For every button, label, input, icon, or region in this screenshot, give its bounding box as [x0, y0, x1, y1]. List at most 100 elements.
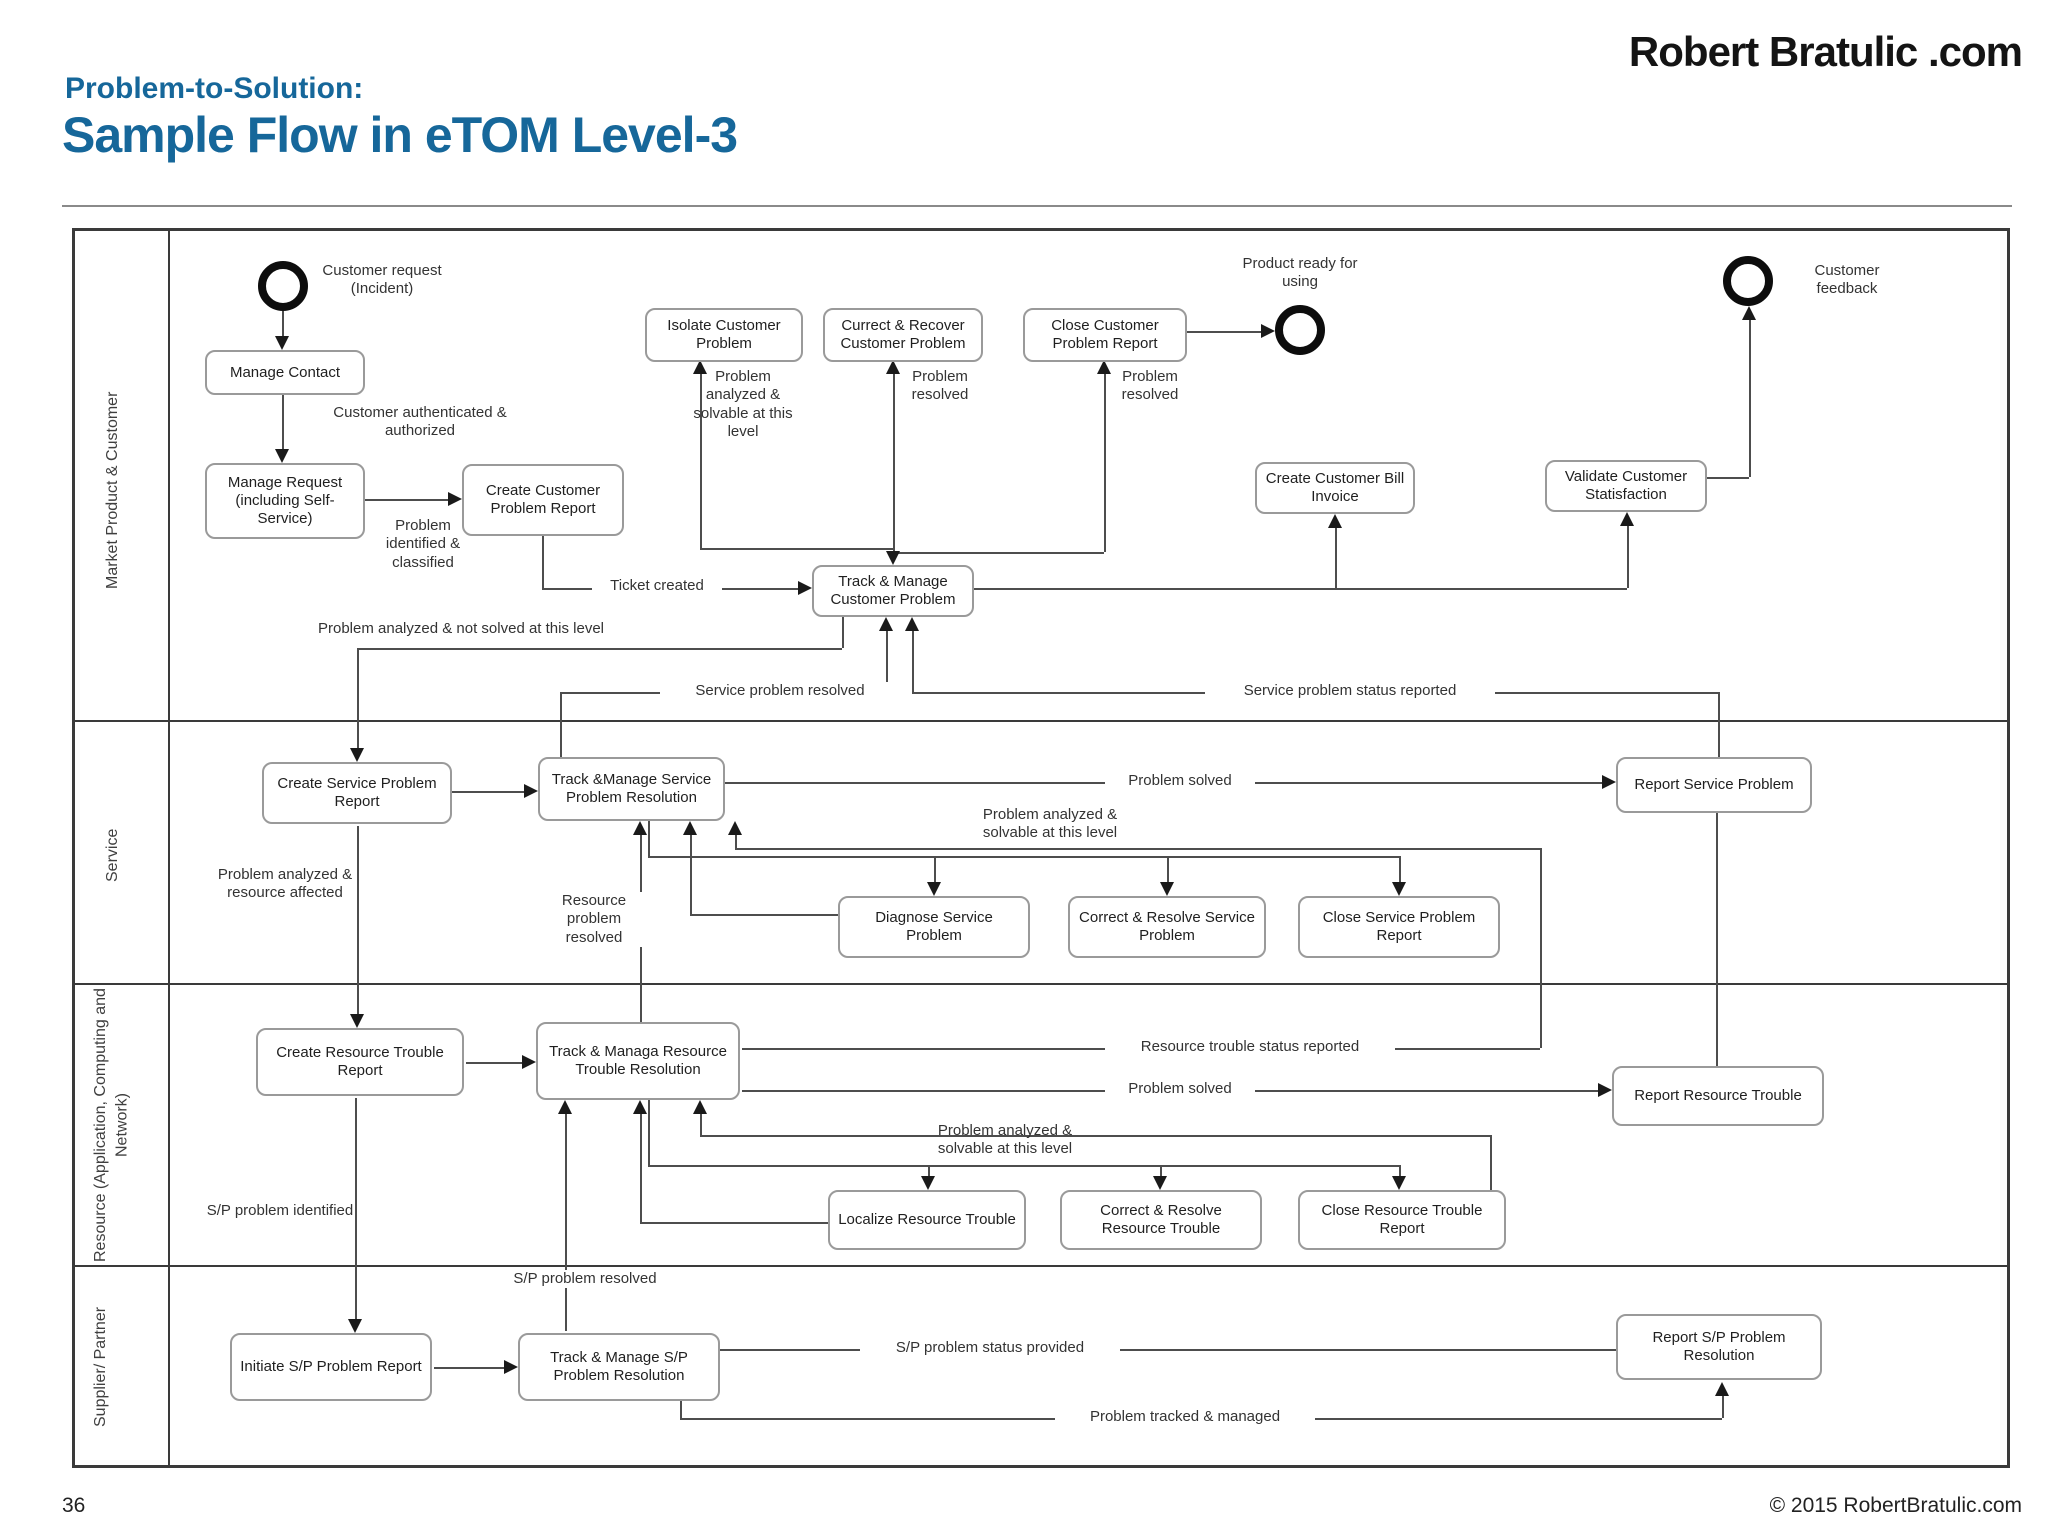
event-label: Product ready for using	[1242, 255, 1358, 291]
page-title: Sample Flow in eTOM Level-3	[62, 107, 738, 163]
connector-line	[1490, 1135, 1492, 1190]
flow-label-sp-problem-resolved: S/P problem resolved	[505, 1270, 665, 1289]
node-report-service-problem: Report Service Problem	[1616, 757, 1812, 813]
connector-line	[282, 395, 284, 449]
slide-pretitle: Problem-to-Solution:	[65, 72, 364, 105]
flow-label-problem-solved-resource: Problem solved	[1105, 1080, 1255, 1099]
arrowhead	[886, 360, 900, 374]
node-create-customer-problem-report: Create Customer Problem Report	[462, 464, 624, 536]
connector-line	[365, 499, 448, 501]
flow-label-customer-authenticated: Customer authenticated & authorized	[333, 404, 507, 440]
lane-label-resource: Resource (Application, Computing and Net…	[92, 988, 131, 1262]
flow-label-sp-problem-identified: S/P problem identified	[206, 1202, 354, 1219]
connector-line	[735, 848, 1540, 850]
lane-divider	[72, 1265, 2010, 1267]
arrowhead	[728, 821, 742, 835]
arrowhead	[921, 1176, 935, 1190]
arrowhead	[1328, 514, 1342, 528]
arrowhead	[1160, 882, 1174, 896]
arrowhead	[798, 581, 812, 595]
arrowhead	[348, 1319, 362, 1333]
arrowhead	[633, 1100, 647, 1114]
connector-line	[912, 631, 914, 692]
connector-line	[720, 1349, 1616, 1351]
lane-label-column-divider	[168, 228, 170, 1468]
site-logo: Robert Bratulic .com	[1628, 28, 2023, 75]
end-event-product-ready	[1275, 305, 1325, 355]
connector-line	[1104, 372, 1106, 552]
connector-line	[355, 1098, 357, 1319]
arrowhead	[522, 1055, 536, 1069]
arrowhead	[693, 360, 707, 374]
connector-line	[893, 372, 895, 553]
connector-line	[282, 311, 284, 338]
lane-divider	[72, 720, 2010, 722]
event-label: Customer request (Incident)	[322, 262, 442, 298]
connector-line	[928, 1165, 930, 1176]
connector-line	[648, 856, 1399, 858]
node-correct-recover-customer-problem: Currect & Recover Customer Problem	[823, 308, 983, 362]
connector-line	[974, 588, 1627, 590]
node-initiate-sp-problem-report: Initiate S/P Problem Report	[230, 1333, 432, 1401]
arrowhead	[927, 882, 941, 896]
node-diagnose-service-problem: Diagnose Service Problem	[838, 896, 1030, 958]
connector-line	[1707, 477, 1749, 479]
connector-line	[1540, 848, 1542, 1048]
connector-line	[1160, 1165, 1162, 1176]
connector-line	[466, 1062, 522, 1064]
connector-line	[1335, 526, 1337, 588]
connector-line	[1716, 813, 1718, 1066]
arrowhead	[1392, 882, 1406, 896]
arrowhead	[558, 1100, 572, 1114]
connector-line	[640, 1114, 642, 1222]
arrowhead	[350, 1014, 364, 1028]
arrowhead	[1598, 1083, 1612, 1097]
arrowhead	[633, 821, 647, 835]
flow-label-ticket-created: Ticket created	[592, 577, 722, 596]
flow-label-problem-tracked-managed: Problem tracked & managed	[1055, 1408, 1315, 1427]
connector-line	[690, 914, 838, 916]
arrowhead	[275, 336, 289, 350]
arrowhead	[1261, 324, 1275, 338]
connector-line	[1627, 524, 1629, 588]
node-correct-resolve-service-problem: Correct & Resolve Service Problem	[1068, 896, 1266, 958]
arrowhead	[1097, 360, 1111, 374]
connector-line	[700, 548, 893, 550]
node-manage-request: Manage Request (including Self-Service)	[205, 463, 365, 539]
connector-line	[648, 821, 650, 856]
connector-line	[357, 648, 359, 748]
connector-line	[842, 617, 844, 648]
node-close-customer-problem-report: Close Customer Problem Report	[1023, 308, 1187, 362]
connector-line	[700, 1114, 702, 1135]
page-number: 36	[62, 1494, 86, 1517]
arrowhead	[683, 821, 697, 835]
node-create-customer-bill-invoice: Create Customer Bill Invoice	[1255, 462, 1415, 514]
node-localize-resource-trouble: Localize Resource Trouble	[828, 1190, 1026, 1250]
connector-line	[1399, 856, 1401, 882]
flow-label-problem-resolved: Problem resolved	[911, 368, 969, 404]
connector-line	[700, 372, 702, 548]
flow-label-problem-resolved: Problem resolved	[1121, 368, 1179, 404]
flow-label-sp-problem-status-provided: S/P problem status provided	[860, 1339, 1120, 1358]
event-label: Customer feedback	[1814, 262, 1880, 298]
connector-line	[895, 552, 1104, 554]
connector-line	[648, 1100, 650, 1165]
lane-divider	[72, 983, 2010, 985]
connector-line	[680, 1401, 682, 1418]
node-manage-contact: Manage Contact	[205, 350, 365, 395]
diagram-frame	[72, 228, 2010, 1468]
lane-label-supplier-partner: Supplier/ Partner	[92, 1306, 109, 1427]
node-track-manage-resource-trouble-resolution: Track & Managa Resource Trouble Resoluti…	[536, 1022, 740, 1100]
connector-line	[565, 1114, 567, 1331]
arrowhead	[1715, 1382, 1729, 1396]
connector-line	[934, 856, 936, 882]
node-close-service-problem-report: Close Service Problem Report	[1298, 896, 1500, 958]
copyright: © 2015 RobertBratulic.com	[1769, 1494, 2022, 1517]
node-report-sp-problem-resolution: Report S/P Problem Resolution	[1616, 1314, 1822, 1380]
node-close-resource-trouble-report: Close Resource Trouble Report	[1298, 1190, 1506, 1250]
arrowhead	[1742, 306, 1756, 320]
connector-line	[357, 826, 359, 1014]
connector-line	[1749, 318, 1751, 477]
arrowhead	[886, 551, 900, 565]
